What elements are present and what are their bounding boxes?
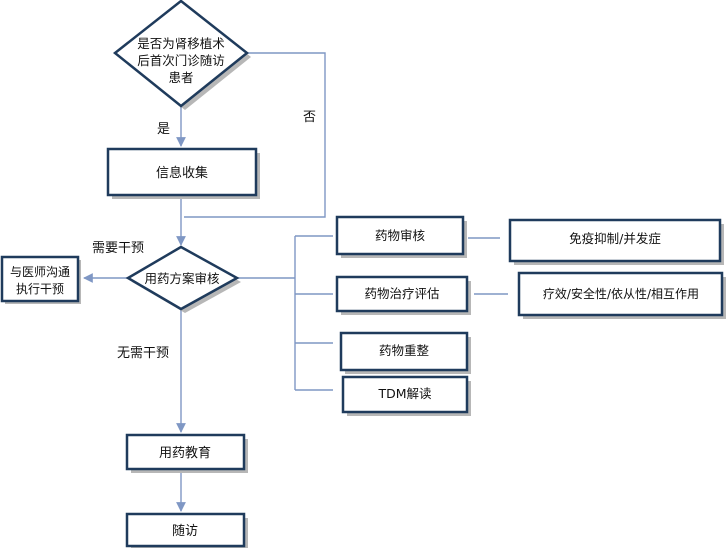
medication-reconciliation-label: 药物重整 — [379, 343, 430, 358]
box-info-collection: 信息收集 — [106, 147, 260, 199]
communicate-line-2: 执行干预 — [16, 282, 64, 296]
communicate-line-1: 与医师沟通 — [10, 265, 70, 279]
decision1-line-1: 是否为肾移植术 — [137, 36, 225, 51]
edge-label-no-intervention: 无需干预 — [117, 346, 169, 361]
efficacy-safety-label: 疗效/安全性/依从性/相互作用 — [543, 286, 699, 301]
follow-up-label: 随访 — [172, 524, 198, 539]
regimen-review-label: 用药方案审核 — [144, 271, 220, 286]
no-branch-line — [184, 52, 326, 218]
decision-kidney-transplant: 是否为肾移植术 后首次门诊随访 患者 — [112, 0, 251, 110]
edge-label-no: 否 — [303, 110, 316, 125]
decision1-line-2: 后首次门诊随访 — [137, 53, 225, 68]
box-immunosuppression-complications: 免疫抑制/并发症 — [508, 218, 724, 265]
box-medication-reconciliation: 药物重整 — [339, 331, 471, 374]
box-medication-education: 用药教育 — [125, 433, 248, 473]
box-efficacy-safety: 疗效/安全性/依从性/相互作用 — [517, 271, 726, 319]
box-therapy-evaluation: 药物治疗评估 — [335, 275, 471, 315]
box-tdm-interpretation: TDM解读 — [341, 375, 471, 416]
therapy-evaluation-label: 药物治疗评估 — [364, 286, 439, 301]
box-drug-review: 药物审核 — [335, 215, 467, 258]
connectors — [83, 52, 508, 512]
medication-education-label: 用药教育 — [159, 445, 211, 461]
edge-label-yes: 是 — [157, 122, 170, 137]
edge-label-need-intervention: 需要干预 — [92, 241, 144, 256]
tdm-interpretation-label: TDM解读 — [377, 386, 431, 401]
drug-review-label: 药物审核 — [375, 228, 426, 243]
decision-regimen-review: 用药方案审核 — [125, 245, 241, 313]
box-follow-up: 随访 — [125, 512, 248, 548]
box-communicate-physician: 与医师沟通 执行干预 — [0, 255, 81, 304]
info-collection-label: 信息收集 — [156, 165, 208, 181]
immunosuppression-label: 免疫抑制/并发症 — [569, 231, 661, 246]
decision1-line-3: 患者 — [168, 70, 193, 85]
